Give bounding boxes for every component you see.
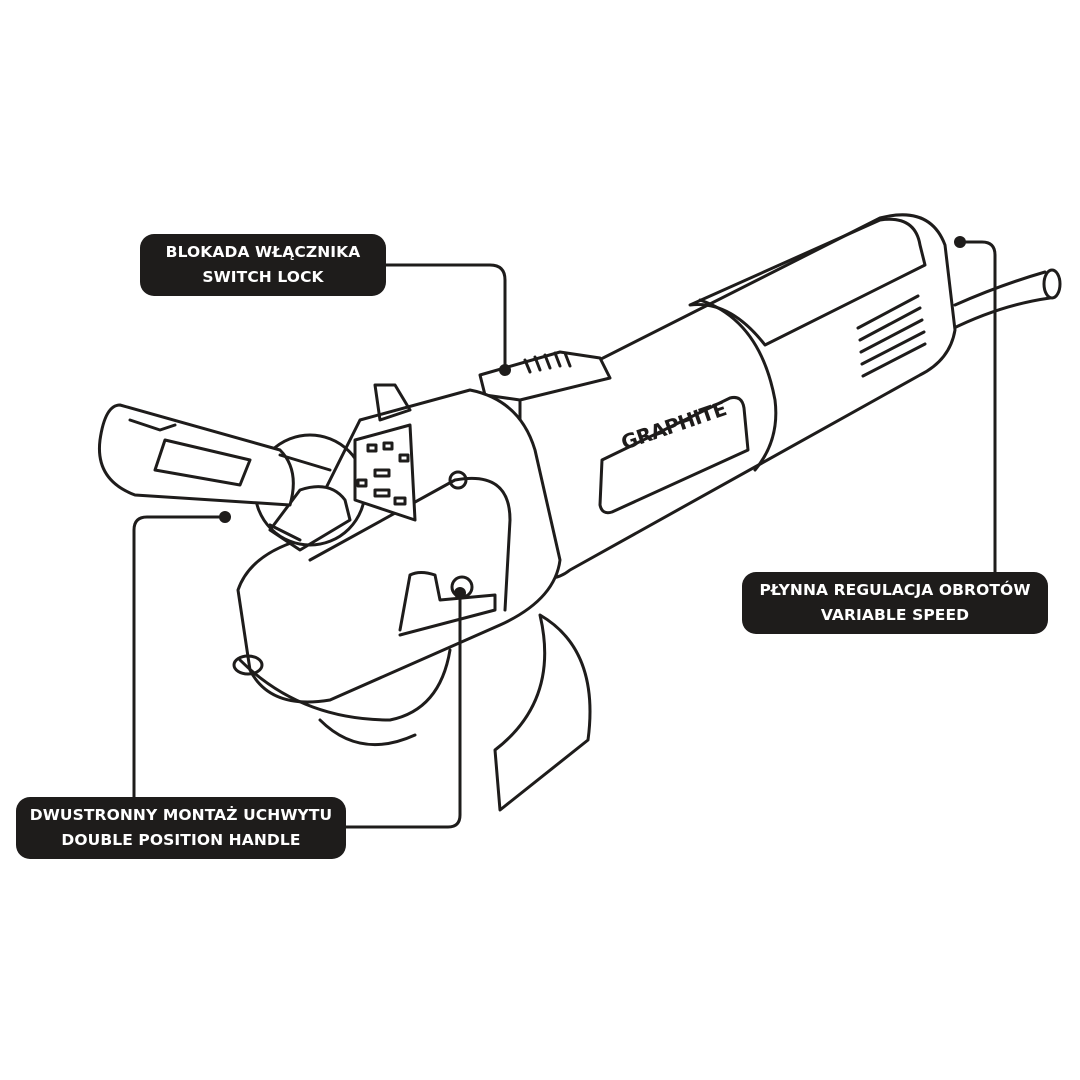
pointer-dot [954, 236, 966, 248]
leader-switch-lock [386, 263, 507, 370]
body-ring [698, 298, 778, 472]
pointer-dot [454, 587, 466, 599]
callout-double-position-handle: DWUSTRONNY MONTAŻ UCHWYTU DOUBLE POSITIO… [16, 797, 346, 859]
vent-slots-icon [856, 294, 927, 378]
leader-handle-side [132, 515, 225, 797]
callout-switch-lock: BLOKADA WŁĄCZNIKA SWITCH LOCK [140, 234, 386, 296]
callout-text-pl: PŁYNNA REGULACJA OBROTÓW [759, 581, 1031, 599]
pointer-dot [219, 511, 231, 523]
disc-guard [493, 613, 592, 812]
gear-head [236, 388, 562, 704]
callout-text-pl: DWUSTRONNY MONTAŻ UCHWYTU [29, 806, 333, 824]
cord-end [1042, 268, 1062, 300]
side-handle [97, 403, 295, 507]
head-vents [353, 423, 417, 522]
callout-text-en: VARIABLE SPEED [820, 606, 970, 624]
callout-text-en: DOUBLE POSITION HANDLE [61, 831, 301, 849]
callout-text-pl: BLOKADA WŁĄCZNIKA [165, 243, 361, 261]
logo-plate [598, 396, 750, 515]
pointer-dot [499, 364, 511, 376]
leader-variable-speed [960, 240, 997, 572]
leader-handle-top [346, 593, 462, 829]
callout-text-en: SWITCH LOCK [202, 268, 324, 286]
callout-variable-speed: PŁYNNA REGULACJA OBROTÓW VARIABLE SPEED [742, 572, 1048, 634]
power-cord [948, 270, 1052, 332]
